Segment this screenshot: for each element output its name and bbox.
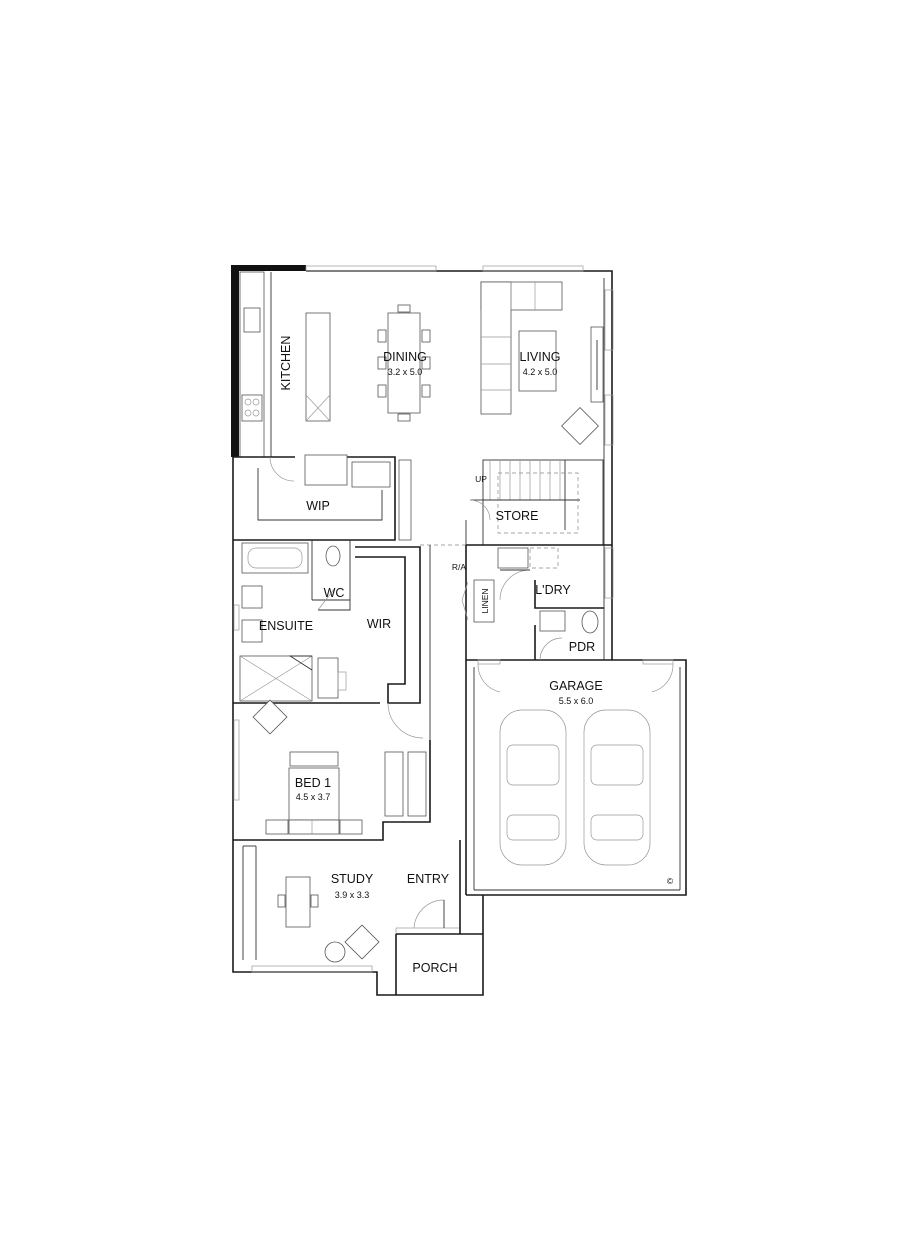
kitchen: KITCHEN [239,271,331,458]
wip-room: WIP [233,454,412,541]
dining-size: 3.2 x 5.0 [388,367,423,377]
linen-label: LINEN [480,588,490,613]
pdr-label: PDR [569,640,595,654]
kitchen-label: KITCHEN [279,336,293,391]
ensuite-area: WC ENSUITE WIR [233,540,421,704]
study-entry: STUDY 3.9 x 3.3 ENTRY PORCH [242,840,483,995]
study-size: 3.9 x 3.3 [335,890,370,900]
ensuite-label: ENSUITE [259,619,313,633]
wip-label: WIP [306,499,330,513]
car-right [583,709,651,866]
corridor-walls [429,520,467,740]
porch-label: PORCH [412,961,457,975]
store-label: STORE [496,509,539,523]
living-size: 4.2 x 5.0 [523,367,558,377]
bedroom-1: BED 1 4.5 x 3.7 [233,699,431,841]
bed1-label: BED 1 [295,776,331,790]
wc-label: WC [324,586,345,600]
living-label: LIVING [520,350,561,364]
car-left [499,709,567,866]
bed1-size: 4.5 x 3.7 [296,792,331,802]
laundry-label: L'DRY [535,583,571,597]
dining-label: DINING [383,350,427,364]
garage-label: GARAGE [549,679,603,693]
copyright-mark: © [667,876,674,886]
study-label: STUDY [331,872,374,886]
up-label: UP [475,474,487,484]
exterior-walls [231,265,687,996]
garage-size: 5.5 x 6.0 [559,696,594,706]
ra-label: R/A [452,562,467,572]
wir-label: WIR [367,617,391,631]
garage: GARAGE 5.5 x 6.0 © [477,659,674,886]
entry-label: ENTRY [407,872,450,886]
stairs-store: UP STORE [420,459,604,546]
laundry-area: R/A LINEN L'DRY PDR [452,544,612,661]
dining-room: DINING 3.2 x 5.0 [377,304,431,422]
living-room: LIVING 4.2 x 5.0 [480,281,604,445]
